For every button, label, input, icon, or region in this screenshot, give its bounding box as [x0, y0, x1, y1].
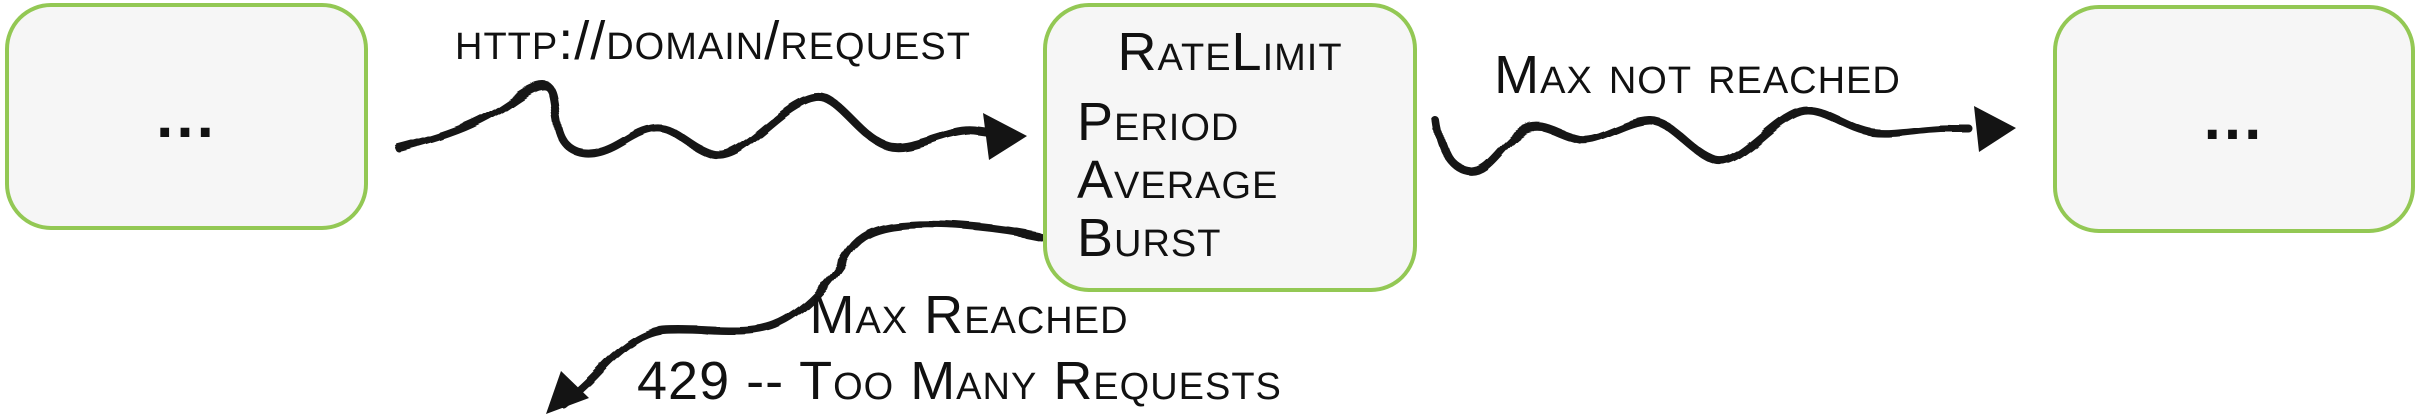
- request-arrowhead-icon: [983, 113, 1027, 160]
- request-arrow-line: [395, 81, 994, 159]
- node-source: ...: [5, 3, 368, 230]
- ratelimit-title: RateLimit: [1117, 22, 1343, 82]
- node-sink: ...: [2053, 5, 2415, 233]
- ratelimit-field-average: Average: [1077, 149, 1279, 210]
- edge-label-max-not-reached: Max not reached: [1494, 45, 1901, 105]
- ratelimit-fields: Period Average Burst: [1047, 93, 1413, 267]
- edge-label-request: http://domain/request: [455, 11, 971, 71]
- sink-ellipsis-label: ...: [2203, 84, 2265, 154]
- max-reached-arrow-line: [559, 220, 1045, 408]
- max-not-reached-arrowhead-icon: [1974, 106, 2016, 152]
- ratelimit-field-burst: Burst: [1077, 207, 1222, 268]
- node-ratelimit: RateLimit Period Average Burst: [1043, 3, 1417, 292]
- source-ellipsis-label: ...: [156, 81, 217, 151]
- ratelimit-field-period: Period: [1077, 91, 1240, 152]
- max-not-reached-arrow-line: [1433, 106, 1972, 176]
- max-reached-arrowhead-icon: [546, 371, 589, 414]
- edge-label-429-too-many-requests: 429 -- Too Many Requests: [637, 351, 1282, 411]
- edge-label-max-reached: Max Reached: [809, 285, 1129, 345]
